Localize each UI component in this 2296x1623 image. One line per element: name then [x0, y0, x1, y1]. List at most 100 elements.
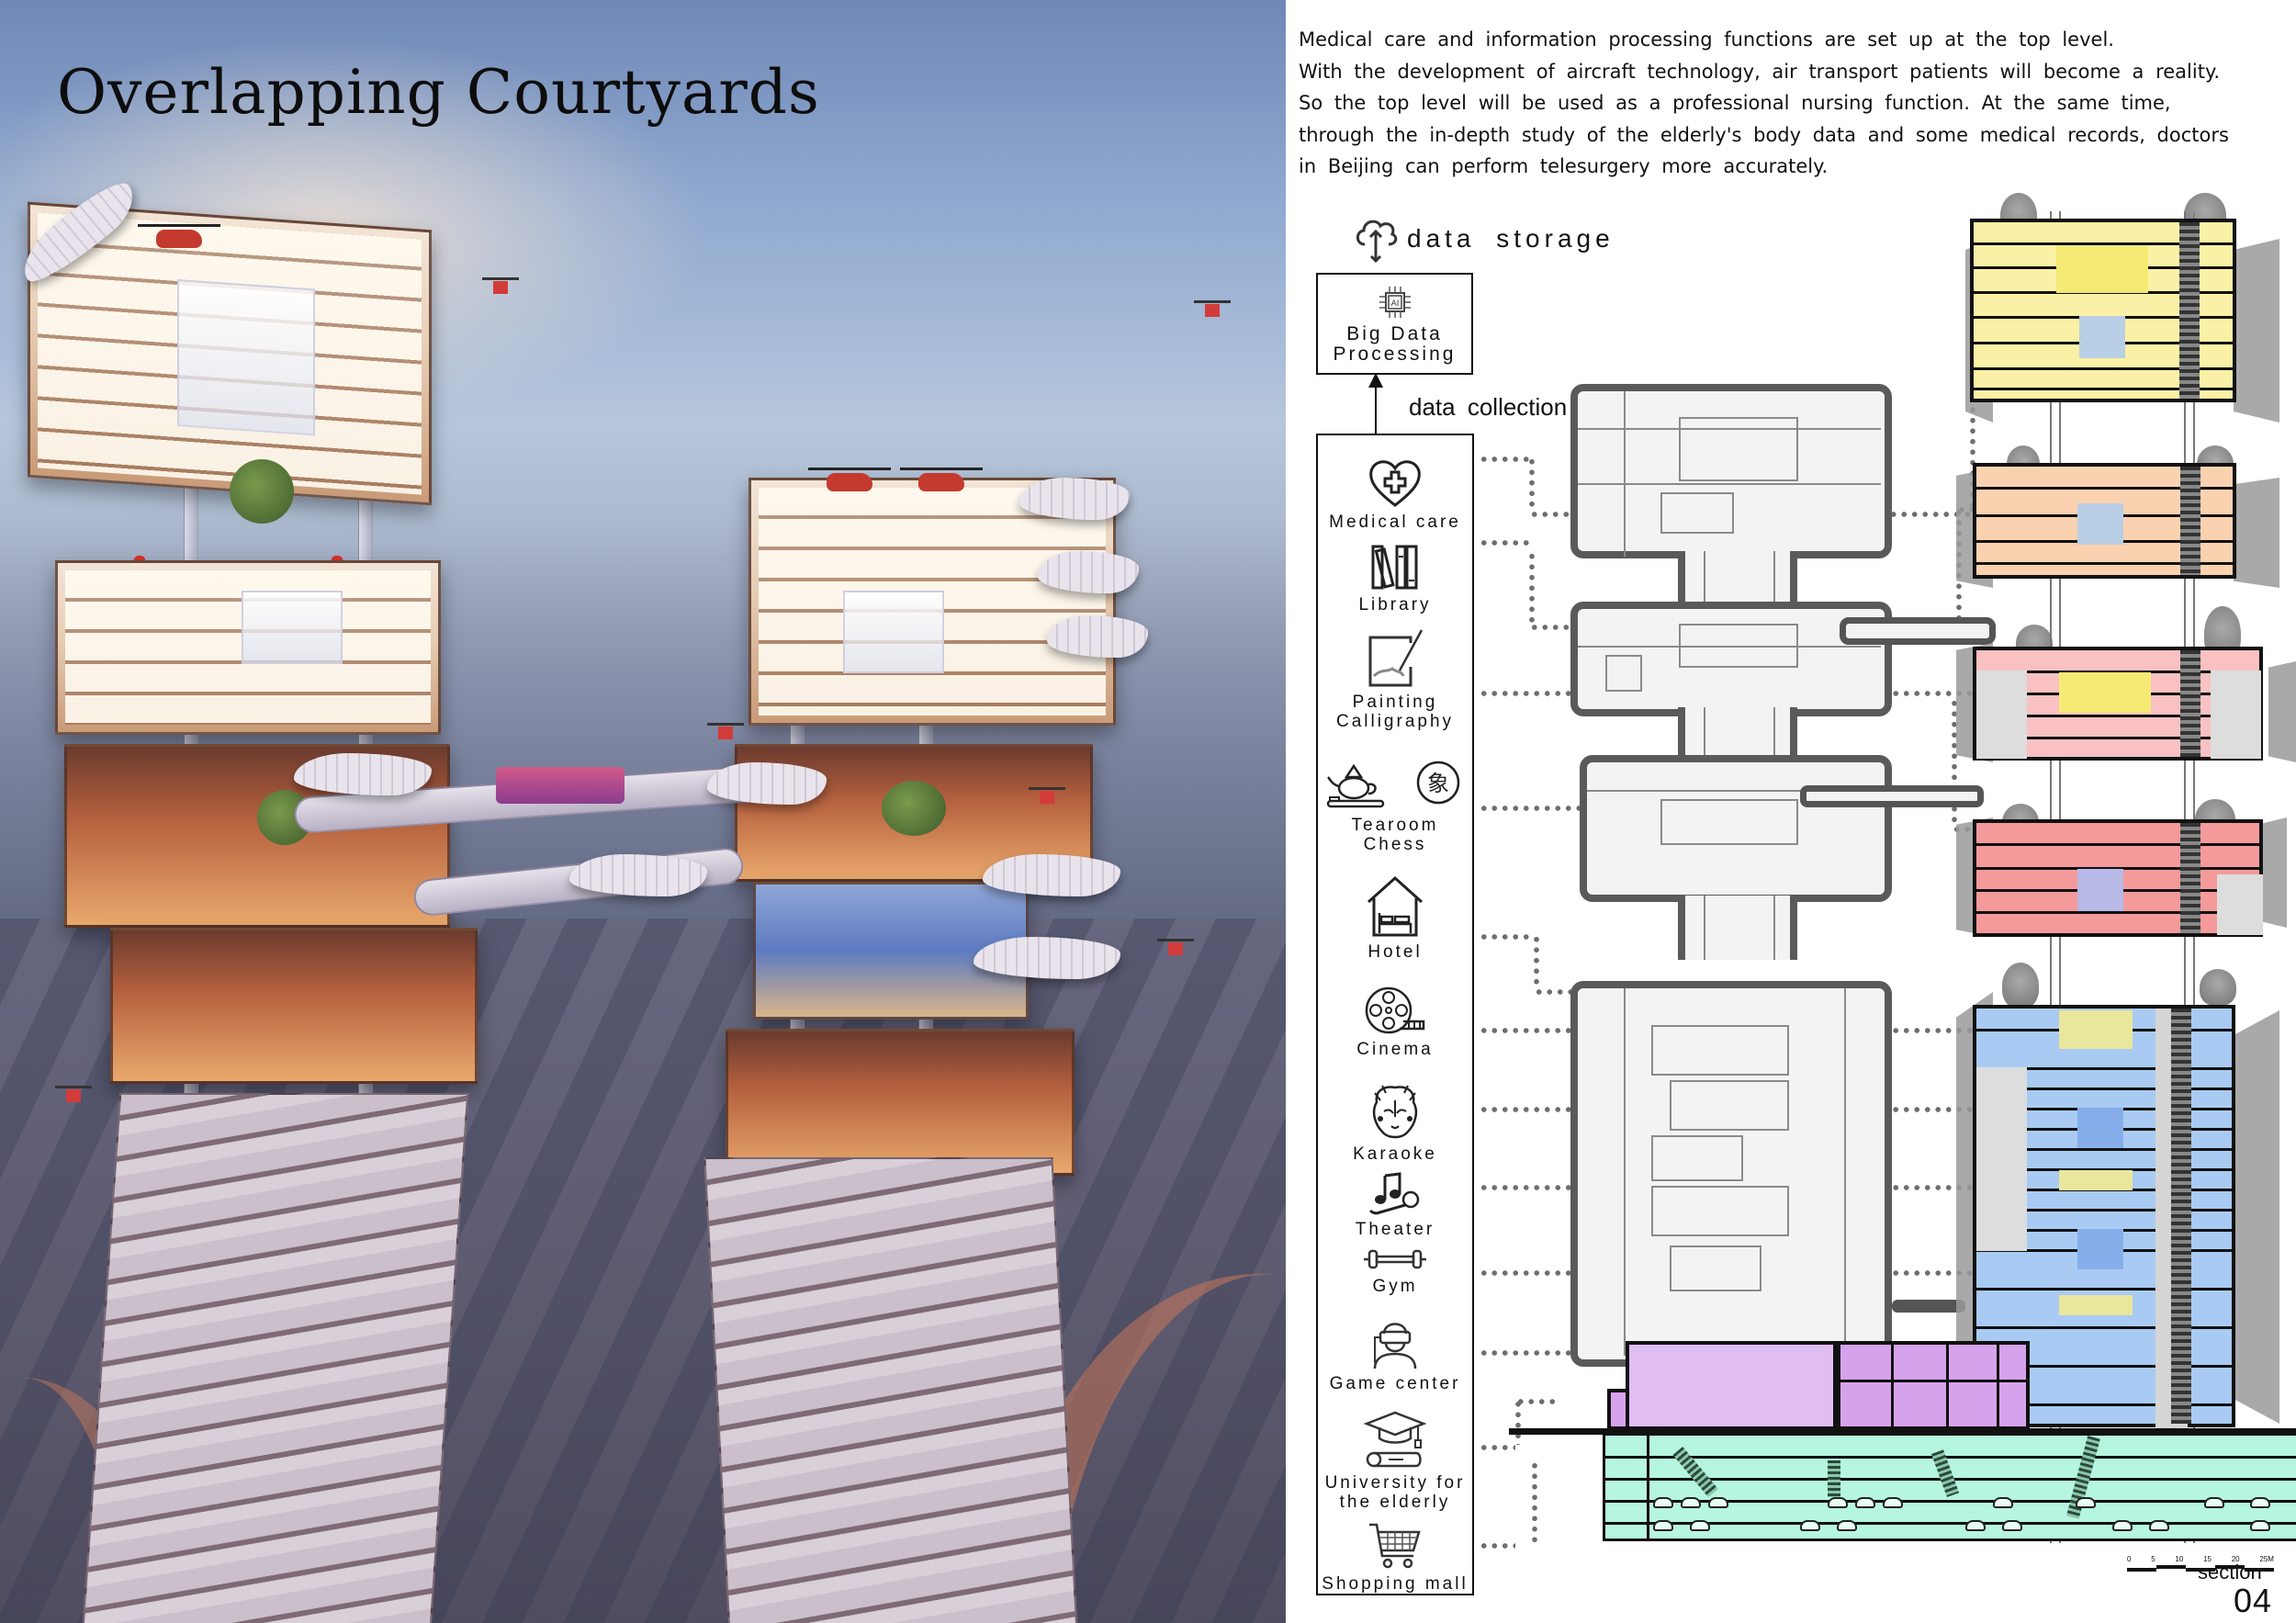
parked-car	[1653, 1520, 1673, 1531]
ground-line	[1509, 1428, 2296, 1435]
intro-line: Medical care and information processing …	[1299, 28, 2114, 51]
bridge-roof	[707, 762, 827, 805]
roof-tree	[2002, 963, 2039, 1009]
data-collection-arrow	[1375, 377, 1377, 434]
leader-hotel-v	[1534, 934, 1539, 989]
facade-fin	[2268, 661, 2296, 762]
parked-car	[2002, 1520, 2022, 1531]
program-label: University for the elderly	[1324, 1473, 1466, 1512]
section-library	[1973, 463, 2236, 579]
grey-module-main	[1570, 981, 1892, 1367]
skybridge-section	[1800, 785, 1984, 807]
program-tearoom-chess: 象 Tearoom Chess	[1318, 757, 1472, 854]
section-game-center	[1626, 1341, 1837, 1430]
grey-module-3	[1580, 755, 1892, 902]
leader-mall	[1479, 1543, 1515, 1549]
scale-tick: 5	[2151, 1555, 2155, 1563]
parked-car	[1681, 1497, 1701, 1508]
data-collection-label: data collection	[1409, 393, 1568, 421]
vr-headset-person-icon	[1373, 1323, 1417, 1369]
leader-tearoom-v	[1952, 698, 1957, 827]
module-neck	[1678, 707, 1797, 762]
delivery-drone	[1194, 299, 1231, 317]
courtyard-tree	[230, 459, 294, 524]
program-label: Medical care	[1329, 513, 1461, 532]
program-cinema: Cinema	[1318, 986, 1472, 1059]
skybridge-section	[1840, 617, 1996, 645]
program-label: Karaoke	[1353, 1144, 1437, 1164]
bridge-roof	[294, 753, 432, 795]
parked-car	[1855, 1497, 1875, 1508]
leader-university-h	[1515, 1399, 1557, 1404]
parked-car	[2112, 1520, 2133, 1531]
parked-car	[1800, 1520, 1820, 1531]
svg-text:AI: AI	[1390, 299, 1399, 309]
music-note-microphone-icon	[1368, 1172, 1420, 1215]
cloud-upload-download-icon	[1356, 220, 1398, 264]
skybridge-section	[1892, 1300, 1965, 1313]
parked-car	[1965, 1520, 1986, 1531]
intro-line: So the top level will be used as a profe…	[1299, 92, 2171, 114]
roof-tree	[2200, 969, 2236, 1006]
courtyard-module	[110, 928, 478, 1084]
parked-car	[1828, 1497, 1848, 1508]
helicopter	[900, 464, 983, 491]
data-storage: data storage	[1352, 213, 1615, 265]
program-list: Medical care Library Painting Calligraph…	[1316, 434, 1474, 1595]
parked-car	[2250, 1497, 2270, 1508]
graduation-cap-diploma-icon	[1363, 1411, 1427, 1468]
program-hotel: Hotel	[1318, 874, 1472, 962]
module-neck	[1678, 896, 1797, 960]
parked-car	[2204, 1497, 2224, 1508]
section-game-center-rooms	[1837, 1341, 2030, 1430]
leader-mall-v	[1532, 1460, 1537, 1543]
page-number: 04	[2234, 1582, 2273, 1619]
section-painting-calligraphy	[1973, 647, 2263, 761]
program-label: Tearoom Chess	[1351, 816, 1439, 854]
scale-tick: 0	[2127, 1555, 2132, 1563]
delivery-drone	[1157, 937, 1194, 955]
section-medical-care	[1970, 219, 2236, 402]
escalator	[1828, 1460, 1840, 1497]
wavy-roof	[983, 854, 1120, 896]
leader-hotel	[1479, 934, 1534, 940]
facade-fin	[2234, 239, 2279, 423]
books-icon	[1371, 545, 1418, 590]
parked-car	[1708, 1497, 1728, 1508]
program-label: Library	[1358, 595, 1432, 614]
intro-line: through the in-depth study of the elderl…	[1299, 123, 2229, 146]
dumbbell-icon	[1364, 1249, 1426, 1269]
program-label: Painting Calligraphy	[1335, 693, 1455, 731]
ai-chip-icon: AI	[1379, 287, 1411, 318]
helicopter	[808, 464, 891, 491]
film-reel-icon	[1365, 986, 1425, 1034]
program-library: Library	[1318, 544, 1472, 614]
heart-medical-cross-icon	[1369, 460, 1421, 507]
program-game-center: Game center	[1318, 1317, 1472, 1393]
parked-car	[2250, 1520, 2270, 1531]
courtyard-module	[726, 1029, 1075, 1176]
program-label: Gym	[1372, 1277, 1418, 1296]
parked-car	[1993, 1497, 2013, 1508]
program-label: Theater	[1355, 1220, 1435, 1239]
bridge-roof	[569, 854, 707, 896]
wavy-roof	[1019, 478, 1130, 520]
program-theater: Theater	[1318, 1172, 1472, 1239]
program-gym: Gym	[1318, 1245, 1472, 1296]
delivery-drone	[482, 276, 519, 294]
scale-tick: 25M	[2259, 1555, 2274, 1563]
program-medical-care: Medical care	[1318, 456, 1472, 532]
program-label: Cinema	[1356, 1040, 1434, 1059]
section-tearoom-chess	[1973, 819, 2263, 937]
wavy-roof	[974, 937, 1120, 979]
tower-base	[703, 1157, 1078, 1623]
facade-fin	[2234, 478, 2279, 588]
leader-library-v	[1529, 551, 1535, 625]
intro-text: Medical care and information processing …	[1299, 24, 2290, 183]
leader-medical-v	[1529, 456, 1535, 512]
top-module	[748, 478, 1116, 726]
big-data-processing-box: AI Big Data Processing	[1316, 273, 1473, 375]
delivery-drone	[1029, 785, 1065, 804]
leader-library	[1479, 540, 1534, 546]
teapot-chess-icon: 象	[1326, 761, 1460, 808]
